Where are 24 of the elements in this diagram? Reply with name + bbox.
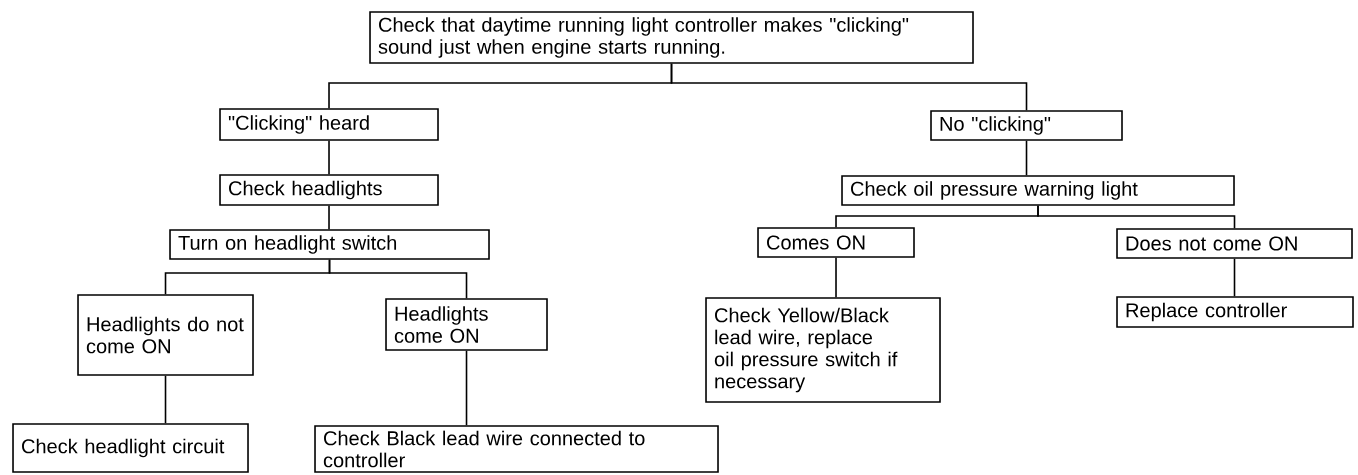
step-box: Headlights do not come ON: [77, 294, 254, 376]
step-box: Check headlights: [219, 174, 439, 206]
step-box: Turn on headlight switch: [169, 229, 490, 260]
step-box: Check Yellow/Black lead wire, replace oil pressure switch if necessary: [705, 297, 941, 403]
connector-line: [328, 259, 468, 299]
connector-line: [465, 350, 468, 426]
connector-line: [835, 257, 837, 298]
step-box: "Clicking" heard: [219, 108, 439, 141]
step-box: No "clicking": [930, 110, 1123, 141]
connector-line: [328, 140, 330, 175]
step-box: Check headlight circuit: [12, 423, 249, 473]
connector-line: [1025, 140, 1028, 176]
connector-line: [1037, 205, 1236, 229]
connector-line: [328, 205, 330, 230]
step-box: Check oil pressure warning light: [841, 175, 1235, 206]
connector-line: [670, 63, 1028, 111]
step-box: Replace controller: [1116, 296, 1354, 328]
step-box: Headlights come ON: [385, 298, 548, 351]
step-box: Check Black lead wire connected to controller: [314, 425, 719, 473]
step-box: Check that daytime running light controller makes "clicking" sound just when engine starts running.: [369, 11, 974, 64]
step-box: Does not come ON: [1116, 228, 1353, 259]
connector-line: [164, 375, 167, 424]
connector-line: [1233, 258, 1236, 297]
step-box: Comes ON: [757, 227, 915, 258]
